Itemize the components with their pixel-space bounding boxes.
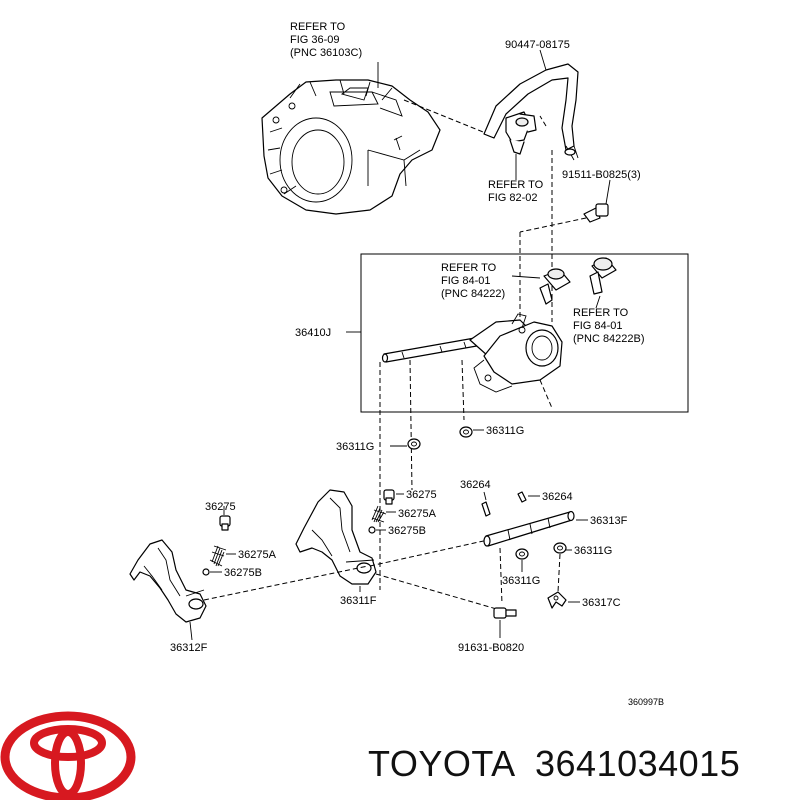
toyota-logo-icon [0,711,136,800]
svg-text:FIG 82-02: FIG 82-02 [488,192,538,204]
svg-text:REFER TO: REFER TO [488,179,544,191]
svg-text:91631-B0820: 91631-B0820 [458,642,524,654]
ball-36275b-left: 36275B [202,567,262,579]
nut-36311g-lower: 36311G [502,548,540,587]
bracket-36317c: 36317C [547,591,621,609]
shift-fork-36311f: 36311F [295,489,377,607]
assembly-box-36410j: 36410J [295,253,689,413]
svg-text:36312F: 36312F [170,642,208,654]
svg-text:36311G: 36311G [486,425,524,437]
ref-fig-36-09-label: REFER TO FIG 36-09 (PNC 36103C) [290,21,362,59]
svg-text:36264: 36264 [460,479,491,491]
pin-36264-a: 36264 [460,479,491,517]
bolt-91631: 91631-B0820 [458,607,524,654]
brand-name: TOYOTA [368,743,516,784]
svg-text:36311G: 36311G [502,575,540,587]
svg-text:90447-08175: 90447-08175 [505,39,570,51]
svg-text:36275B: 36275B [388,525,426,537]
svg-text:REFER TO: REFER TO [290,21,346,33]
svg-text:FIG 84-01: FIG 84-01 [441,275,491,287]
nut-36311g-left: 36311G [336,438,421,453]
ball-36275b-mid: 36275B [368,525,426,537]
svg-text:(PNC 84222): (PNC 84222) [441,288,505,300]
shift-fork-36312f: 36312F [129,539,208,654]
svg-text:36317C: 36317C [582,597,621,609]
transmission-case-drawing [261,79,441,215]
case-reference-leader [377,62,489,135]
detent-36275-mid: 36275 [383,489,437,505]
dashes-shaft [499,547,561,605]
svg-text:REFER TO: REFER TO [573,307,629,319]
switch-84222: REFER TO FIG 84-01 (PNC 84222) [441,262,571,305]
svg-text:36311G: 36311G [336,441,374,453]
svg-text:91511-B0825(3): 91511-B0825(3) [562,169,641,181]
svg-text:36275: 36275 [205,501,236,513]
shift-shaft-36313f: 36313F [483,510,628,547]
svg-text:FIG 36-09: FIG 36-09 [290,34,340,46]
svg-text:36410J: 36410J [295,327,331,339]
svg-text:36311G: 36311G [574,545,612,557]
svg-text:36311F: 36311F [340,595,377,607]
svg-text:FIG 84-01: FIG 84-01 [573,320,623,332]
spring-36275a-left: 36275A [209,545,277,567]
spring-36275a-mid: 36275A [371,505,437,523]
svg-text:36275: 36275 [406,489,437,501]
bolt-91511: 91511-B0825(3) [562,169,641,223]
svg-text:36275B: 36275B [224,567,262,579]
nut-36311g-right: 36311G [459,425,524,438]
breather-hose-90447: 90447-08175 [483,39,579,161]
svg-text:36264: 36264 [542,491,573,503]
svg-text:(PNC 36103C): (PNC 36103C) [290,47,362,59]
switch-84222b: REFER TO FIG 84-01 (PNC 84222B) [573,257,645,345]
svg-text:36275A: 36275A [398,508,437,520]
alignment-dashes-rod [379,359,465,590]
pin-36264-b: 36264 [517,491,573,503]
svg-text:(PNC 84222B): (PNC 84222B) [573,333,645,345]
svg-text:REFER TO: REFER TO [441,262,497,274]
detent-36275-left: 36275 [205,501,236,531]
breather-plug-bracket: REFER TO FIG 82-02 [488,111,547,204]
svg-text:36313F: 36313F [590,515,628,527]
alignment-dashes-forks [203,539,501,611]
nut-36311g-shaft: 36311G [553,542,612,557]
shift-rod-assembly [381,313,563,409]
alignment-dashes-upper [519,150,587,322]
svg-text:36275A: 36275A [238,549,277,561]
part-number: 3641034015 [535,743,740,784]
figure-code: 360997B [628,697,664,707]
